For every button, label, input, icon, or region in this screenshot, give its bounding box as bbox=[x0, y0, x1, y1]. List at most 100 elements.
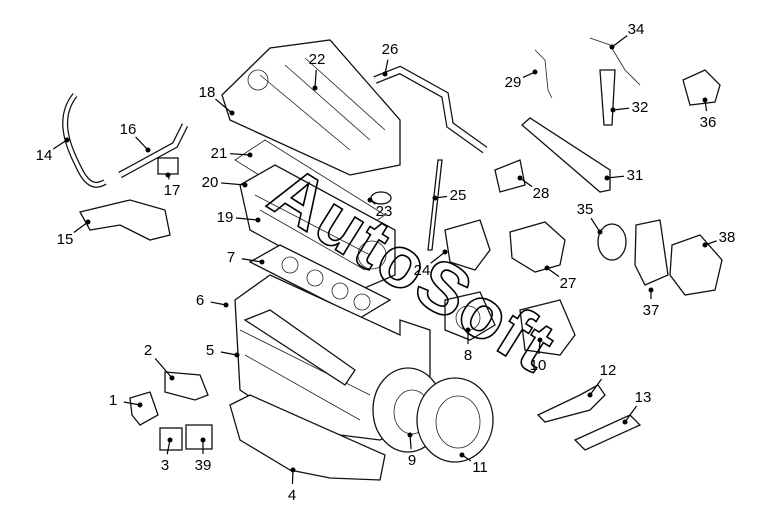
callout-number: 34 bbox=[628, 21, 645, 38]
callout-2: 2 bbox=[144, 342, 175, 381]
leader-dot bbox=[223, 302, 229, 308]
callout-14: 14 bbox=[36, 137, 70, 164]
leader-line bbox=[241, 258, 263, 263]
callout-number: 38 bbox=[719, 229, 736, 246]
gasket-bore bbox=[306, 269, 324, 287]
leader-dot bbox=[610, 107, 616, 113]
leader-dot bbox=[537, 337, 543, 343]
callout-number: 26 bbox=[382, 41, 399, 58]
pipe-assembly bbox=[79, 199, 171, 241]
leader-line bbox=[135, 136, 149, 151]
leader-dot bbox=[597, 229, 603, 235]
oil-filler-cap bbox=[247, 69, 269, 91]
crankshaft bbox=[243, 309, 356, 386]
callout-number: 6 bbox=[196, 292, 204, 309]
leader-dot bbox=[200, 437, 206, 443]
housing-8 bbox=[444, 291, 496, 341]
callout-number: 11 bbox=[472, 459, 488, 476]
callout-number: 7 bbox=[227, 249, 235, 266]
callout-8: 8 bbox=[464, 327, 472, 364]
callout-layer: 1234567891011121314151617181920212223242… bbox=[36, 21, 736, 504]
pump-10 bbox=[519, 299, 576, 356]
callout-number: 17 bbox=[164, 182, 181, 199]
leader-dot bbox=[85, 219, 91, 225]
leader-line bbox=[606, 175, 625, 179]
callout-9: 9 bbox=[407, 432, 416, 469]
leader-dot bbox=[145, 147, 151, 153]
callout-number: 28 bbox=[533, 185, 550, 202]
callout-11: 11 bbox=[459, 452, 488, 476]
callout-38: 38 bbox=[702, 229, 736, 248]
leader-line bbox=[123, 401, 141, 406]
callout-23: 23 bbox=[367, 197, 393, 220]
callout-27: 27 bbox=[544, 265, 577, 292]
callout-number: 19 bbox=[217, 209, 234, 226]
callout-1: 1 bbox=[109, 392, 143, 409]
leader-line bbox=[624, 405, 638, 423]
callout-number: 18 bbox=[199, 84, 216, 101]
leader-dot bbox=[247, 152, 253, 158]
leader-line bbox=[589, 378, 603, 396]
callout-number: 16 bbox=[120, 121, 137, 138]
sensor-17 bbox=[157, 157, 179, 175]
camshaft-lines bbox=[254, 194, 371, 271]
callout-number: 14 bbox=[36, 147, 53, 164]
oil-pan bbox=[229, 394, 386, 481]
callout-15: 15 bbox=[57, 219, 91, 248]
module-36 bbox=[682, 69, 721, 106]
callout-5: 5 bbox=[206, 342, 240, 359]
callout-number: 4 bbox=[288, 487, 296, 504]
callout-number: 39 bbox=[195, 457, 212, 474]
callout-13: 13 bbox=[622, 389, 651, 425]
leader-dot bbox=[432, 195, 438, 201]
leader-dot bbox=[465, 327, 471, 333]
gasket-bore bbox=[353, 293, 371, 311]
callout-number: 22 bbox=[309, 51, 326, 68]
leader-dot bbox=[64, 137, 70, 143]
clutch-hub bbox=[435, 395, 481, 449]
fuel-rail bbox=[521, 117, 611, 193]
leader-line bbox=[612, 107, 630, 111]
callout-6: 6 bbox=[196, 292, 229, 309]
callout-18: 18 bbox=[199, 84, 235, 116]
hose-16-inner bbox=[118, 123, 188, 177]
callout-26: 26 bbox=[382, 41, 399, 77]
sensor-29 bbox=[534, 49, 553, 99]
callout-number: 12 bbox=[600, 362, 617, 379]
leader-dot bbox=[167, 437, 173, 443]
leader-line bbox=[215, 98, 233, 114]
arm-13 bbox=[573, 414, 642, 451]
hose-26-inner bbox=[373, 66, 487, 153]
callout-21: 21 bbox=[211, 145, 253, 162]
callout-number: 20 bbox=[202, 174, 219, 191]
callout-number: 27 bbox=[560, 275, 577, 292]
callout-4: 4 bbox=[288, 467, 296, 504]
leader-dot bbox=[259, 259, 265, 265]
leader-dot bbox=[532, 69, 538, 75]
callout-number: 5 bbox=[206, 342, 214, 359]
pulley-35 bbox=[597, 223, 627, 261]
leader-line bbox=[220, 182, 246, 186]
leader-line bbox=[314, 69, 317, 89]
leader-dot bbox=[382, 71, 388, 77]
leader-line bbox=[430, 251, 446, 264]
callout-3: 3 bbox=[161, 437, 173, 474]
callout-number: 36 bbox=[700, 114, 717, 131]
callout-number: 1 bbox=[109, 392, 117, 409]
callout-number: 21 bbox=[211, 145, 228, 162]
callout-number: 35 bbox=[577, 201, 594, 218]
parts-drawing bbox=[62, 37, 723, 481]
leader-dot bbox=[137, 402, 143, 408]
callout-number: 15 bbox=[57, 231, 74, 248]
callout-12: 12 bbox=[587, 362, 617, 398]
leader-dot bbox=[442, 249, 448, 255]
callout-number: 31 bbox=[627, 167, 644, 184]
leader-dot bbox=[407, 432, 413, 438]
callout-28: 28 bbox=[517, 175, 550, 202]
callout-number: 23 bbox=[376, 203, 393, 220]
leader-dot bbox=[234, 352, 240, 358]
leader-dot bbox=[367, 197, 373, 203]
valve-cover bbox=[221, 39, 401, 176]
